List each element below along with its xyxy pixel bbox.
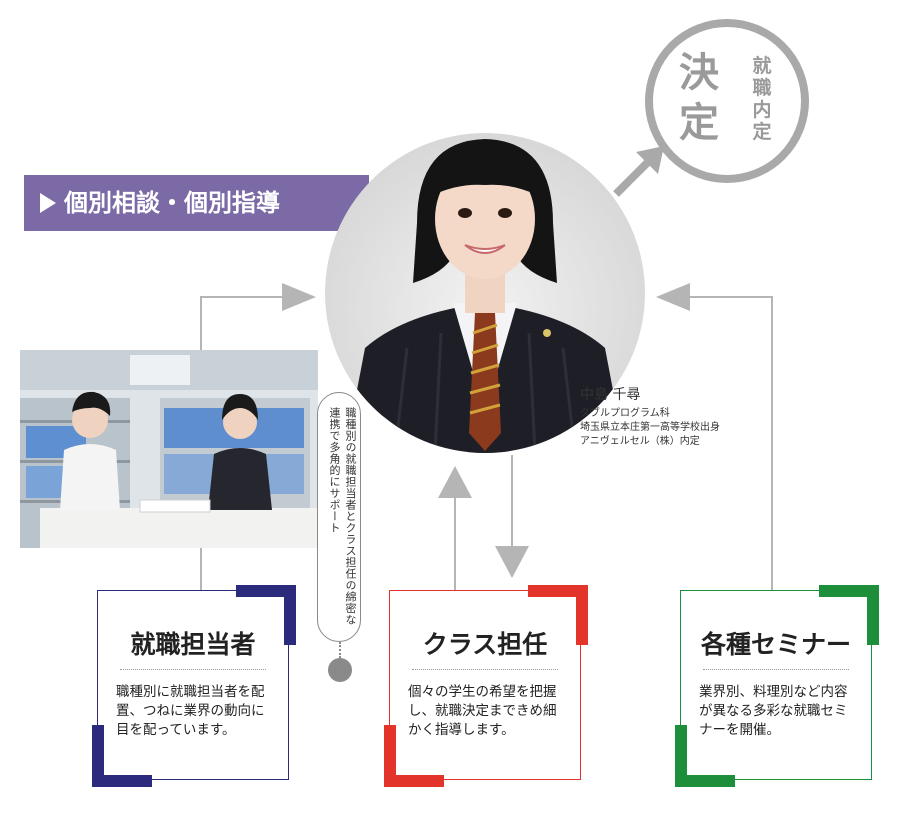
student-program: ダブルプログラム科 <box>580 408 670 419</box>
student-illustration <box>345 139 625 453</box>
right-connector-horizontal <box>688 296 773 298</box>
stamp-char-1: 決 <box>679 50 719 96</box>
center-down-line <box>511 455 513 549</box>
box-corner-brackets <box>675 585 879 787</box>
play-triangle-icon <box>40 193 56 213</box>
right-arrow-head <box>656 283 690 311</box>
box-corner-brackets <box>384 585 588 787</box>
support-note-text: 職種別の就職担当者とクラス担任の綿密な連携で多角的にサポート <box>328 407 357 626</box>
job-offer-stamp: 決 定 就職内定 <box>645 19 809 183</box>
box-divider <box>703 669 849 670</box>
box-corner-brackets <box>92 585 296 787</box>
banner-label: 個別相談・個別指導 <box>64 189 280 217</box>
class-teacher-box: クラス担任 個々の学生の希望を把握し、就職決定まできめ細かく指導します。 <box>384 585 588 787</box>
left-connector-lower <box>200 548 202 590</box>
student-offer: アニヴェルセル（株）内定 <box>580 436 700 447</box>
left-connector-horizontal <box>200 296 285 298</box>
diagonal-arrow-to-stamp <box>613 146 664 197</box>
counseling-illustration <box>20 350 318 548</box>
student-school: 埼玉県立本庄第一高等学校出身 <box>580 422 720 433</box>
class-teacher-desc: 個々の学生の希望を把握し、就職決定まできめ細かく指導します。 <box>408 684 557 738</box>
class-teacher-title: クラス担任 <box>422 630 548 659</box>
seminar-title: 各種セミナー <box>700 630 851 659</box>
support-note: 職種別の就職担当者とクラス担任の綿密な連携で多角的にサポート <box>317 392 361 642</box>
career-advisor-title: 就職担当者 <box>130 630 256 659</box>
student-name: 中島 千尋 <box>580 387 641 403</box>
stamp-small-text: 就職内定 <box>752 55 772 143</box>
note-dot <box>328 658 352 682</box>
center-up-line <box>454 495 456 590</box>
box-divider <box>120 669 266 670</box>
consultation-banner: 個別相談・個別指導 <box>24 175 369 231</box>
box-divider <box>412 669 558 670</box>
center-up-arrow-head <box>438 466 472 498</box>
seminar-desc: 業界別、料理別など内容が異なる多彩な就職セミナーを開催。 <box>699 684 848 738</box>
right-connector-vertical <box>771 296 773 592</box>
left-arrow-head <box>282 283 316 311</box>
career-advisor-box: 就職担当者 職種別に就職担当者を配置、つねに業界の動向に目を配っています。 <box>92 585 296 787</box>
counseling-photo <box>20 350 318 548</box>
note-dotted-connector <box>339 642 341 658</box>
seminar-box: 各種セミナー 業界別、料理別など内容が異なる多彩な就職セミナーを開催。 <box>675 585 879 787</box>
career-advisor-desc: 職種別に就職担当者を配置、つねに業界の動向に目を配っています。 <box>116 684 265 738</box>
center-down-arrow-head <box>495 546 529 578</box>
student-portrait <box>325 133 645 453</box>
stamp-char-2: 定 <box>679 100 719 146</box>
left-connector-vertical <box>200 296 202 351</box>
